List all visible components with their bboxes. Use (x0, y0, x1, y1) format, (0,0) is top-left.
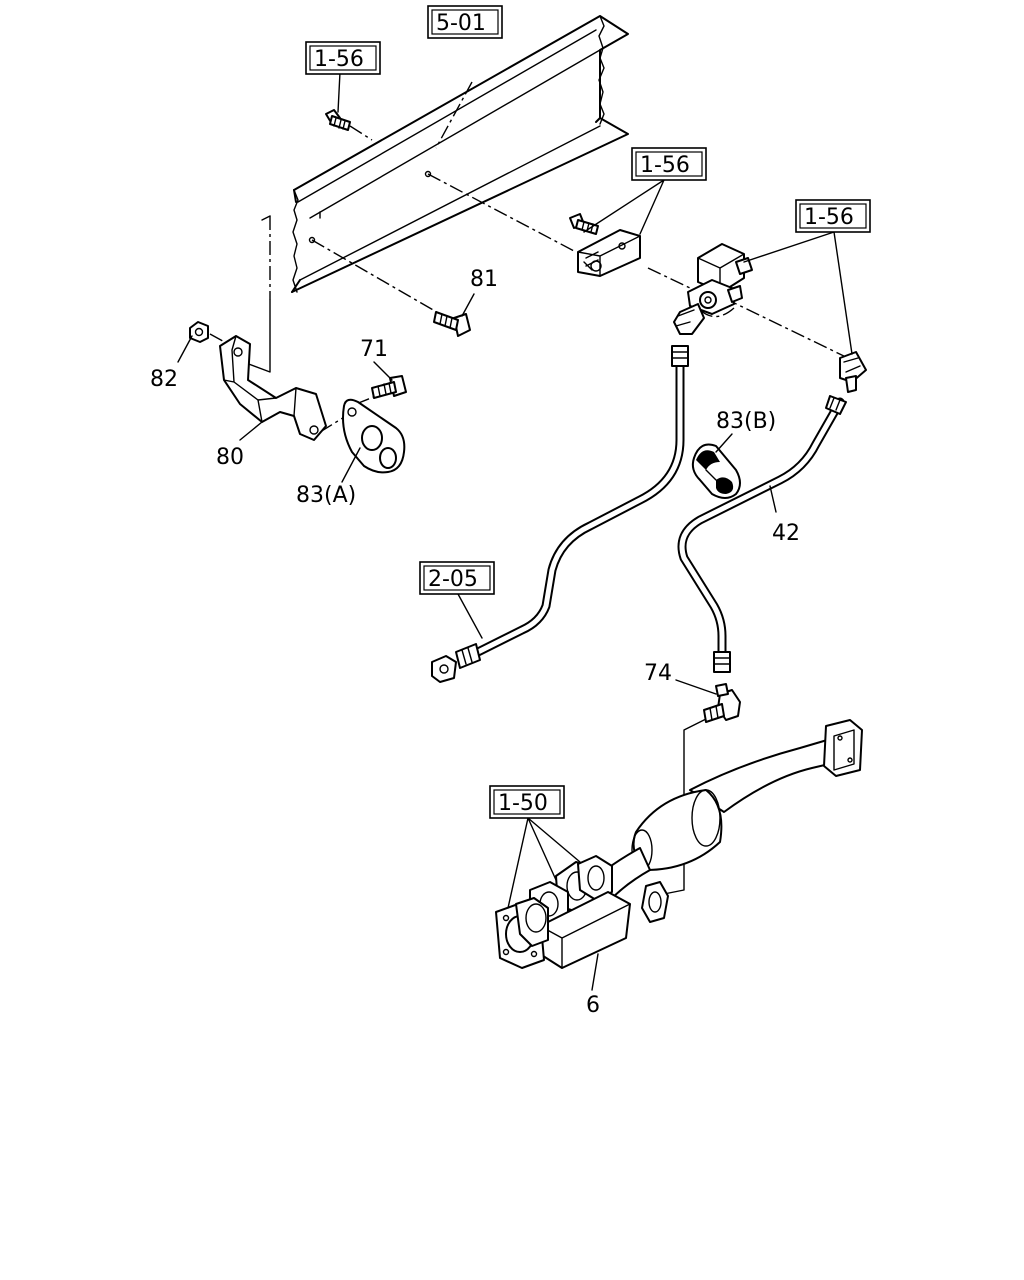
elbow-fitting-right (839, 351, 867, 393)
reference-box-bracket: 1-56 (631, 147, 707, 181)
valve-assembly (673, 243, 753, 335)
part-label-82: 82 (150, 367, 178, 392)
clamp-83a (342, 398, 406, 474)
pipe-42 (677, 395, 847, 673)
bolt-bracket (569, 213, 599, 235)
part-label-71: 71 (360, 337, 388, 362)
clamp-83b (691, 443, 741, 499)
bolt-71 (371, 375, 407, 399)
reference-label: 1-50 (498, 791, 548, 816)
frame-rail (291, 15, 629, 293)
reference-box-exhaust: 1-50 (489, 785, 565, 819)
part-label-83a: 83(A) (296, 483, 356, 508)
part-label-80: 80 (216, 445, 244, 470)
part-label-83b: 83(B) (716, 409, 776, 434)
bolt-top (325, 109, 351, 131)
bolt-81 (433, 311, 471, 337)
hose-left (431, 345, 689, 683)
reference-box-bolt-top: 1-56 (305, 41, 381, 75)
reference-label: 2-05 (428, 567, 478, 592)
part-label-81: 81 (470, 267, 498, 292)
reference-label: 1-56 (804, 205, 854, 230)
fitting-74 (703, 683, 741, 723)
part-label-42: 42 (772, 521, 800, 546)
part-label-74: 74 (644, 661, 672, 686)
reference-box-hose: 2-05 (419, 561, 495, 595)
label-leaders (177, 71, 853, 991)
mounting-bracket (577, 229, 641, 277)
reference-label: 5-01 (436, 11, 486, 36)
reference-label: 1-56 (640, 153, 690, 178)
nut-82 (189, 321, 209, 343)
reference-box-valve: 1-56 (795, 199, 871, 233)
bracket-80 (219, 335, 327, 441)
part-label-6: 6 (586, 993, 600, 1018)
reference-label: 1-56 (314, 47, 364, 72)
reference-box-frame: 5-01 (427, 5, 503, 39)
exhaust-pipe-6 (495, 719, 863, 969)
